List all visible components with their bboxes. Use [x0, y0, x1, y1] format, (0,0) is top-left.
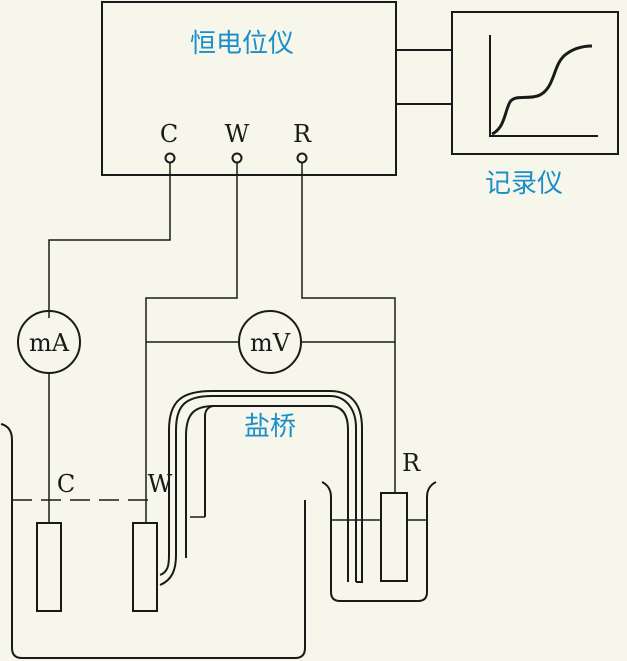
salt-bridge-inner: [159, 390, 363, 583]
recorder-axes: [489, 35, 598, 137]
electrode-w: [132, 522, 158, 612]
salt-bridge-outer: [159, 395, 357, 586]
large-beaker: [0, 423, 306, 659]
potentiostat-box: [101, 1, 397, 176]
voltmeter-label: mV: [250, 329, 291, 357]
terminal-c-label: C: [160, 120, 178, 148]
recorder-label: 记录仪: [485, 169, 563, 199]
salt-bridge-inner-2: [185, 405, 349, 582]
salt-bridge-label: 盐桥: [244, 412, 296, 442]
terminal-c: [164, 152, 176, 164]
terminal-w: [231, 152, 243, 164]
voltmeter: [238, 310, 302, 374]
terminal-r-label: R: [293, 120, 312, 148]
electrode-r: [380, 492, 408, 582]
recorder-box: [451, 11, 619, 155]
electrode-c: [36, 522, 62, 612]
terminal-r: [296, 152, 308, 164]
potentiostat-label: 恒电位仪: [190, 29, 294, 59]
terminal-w-label: W: [225, 120, 250, 148]
large-beaker-inner-wall: [204, 405, 215, 517]
ammeter-label: mA: [29, 329, 70, 357]
wire-r: [301, 163, 396, 493]
recorder-curve: [491, 44, 593, 136]
wire-w: [145, 163, 238, 523]
electrode-r-label: R: [402, 449, 421, 477]
electrode-c-label: C: [57, 470, 75, 498]
wire-c: [48, 163, 171, 318]
small-beaker: [321, 481, 437, 602]
